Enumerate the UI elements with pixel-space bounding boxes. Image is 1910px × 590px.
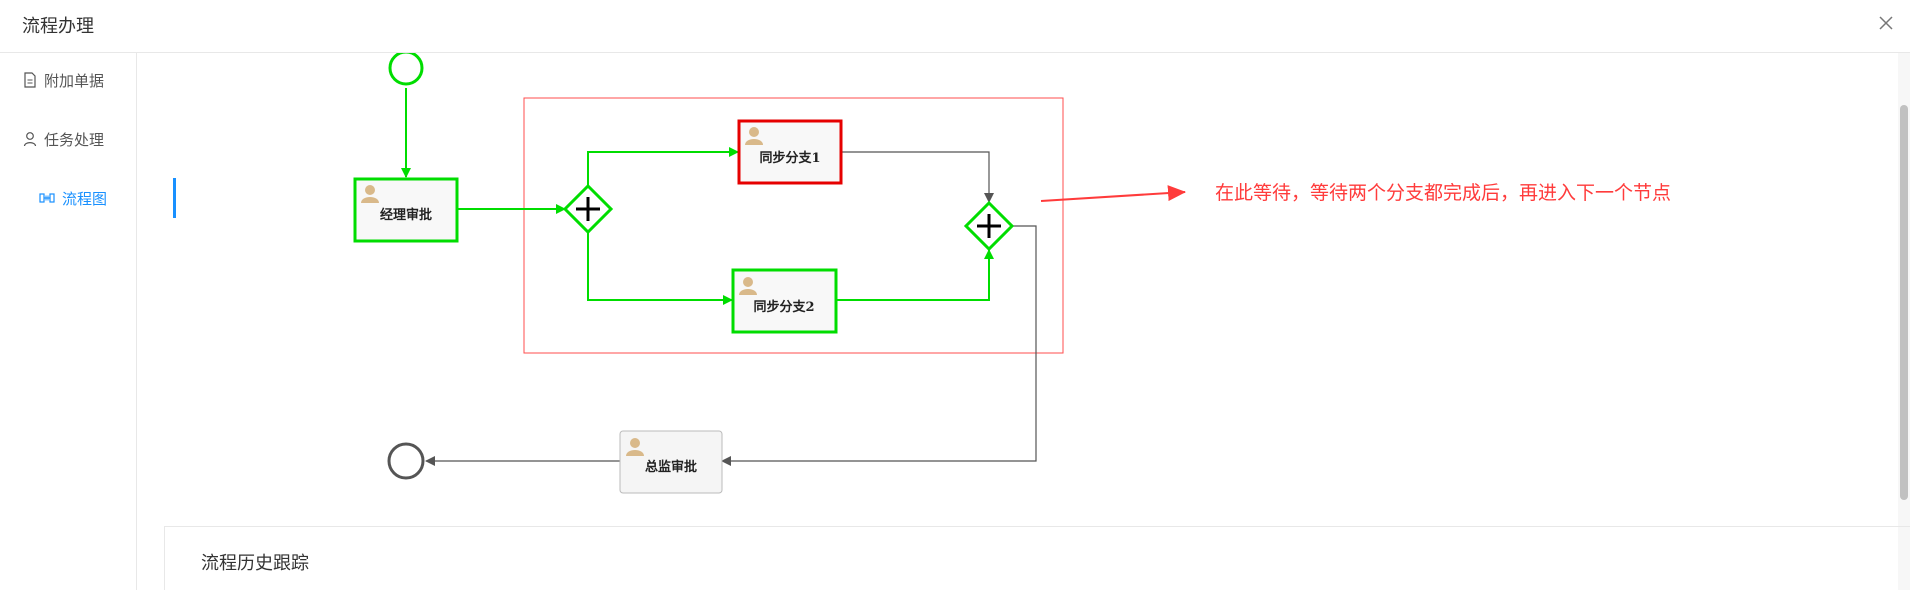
task-label: 总监审批 [645, 459, 697, 475]
task-label: 经理审批 [380, 207, 432, 223]
end-event[interactable] [387, 442, 425, 480]
sequence-flows [401, 88, 1037, 466]
history-title: 流程历史跟踪 [201, 553, 309, 574]
sidebar-item-label: 任务处理 [44, 130, 105, 149]
user-icon [739, 277, 757, 295]
close-icon [1879, 16, 1893, 30]
user-icon [23, 132, 37, 147]
parallel-gateway-join[interactable] [963, 200, 1015, 252]
sidebar: 附加单据 任务处理 流程图 [0, 53, 176, 590]
sidebar-item-task-handling[interactable]: 任务处理 [0, 119, 159, 159]
task-sync-branch-2[interactable]: 同步分支2 [731, 268, 838, 334]
user-icon [745, 127, 763, 145]
dialog-header: 流程办理 [0, 0, 1910, 53]
document-icon [24, 72, 36, 88]
start-event[interactable] [388, 53, 424, 86]
sidebar-item-label: 附加单据 [44, 71, 105, 90]
scrollbar-thumb[interactable] [1900, 105, 1908, 500]
task-director-approval[interactable]: 总监审批 [619, 430, 723, 494]
process-diagram: 经理审批 同步分支1 同步分支2 总监审批 [353, 53, 1186, 494]
user-icon [626, 438, 644, 456]
parallel-gateway-fork[interactable] [562, 183, 614, 235]
sidebar-item-label: 流程图 [62, 189, 108, 208]
task-sync-branch-1[interactable]: 同步分支1 [737, 119, 843, 185]
history-panel: 流程历史跟踪 [164, 526, 1910, 590]
task-label: 同步分支2 [753, 299, 814, 315]
sidebar-item-attachments[interactable]: 附加单据 [0, 60, 159, 100]
annotation-arrow [1040, 185, 1186, 202]
task-label: 同步分支1 [759, 150, 820, 166]
sidebar-item-flowchart[interactable]: 流程图 [0, 178, 176, 218]
annotation-text: 在此等待，等待两个分支都完成后，再进入下一个节点 [1215, 182, 1672, 204]
task-manager-approval[interactable]: 经理审批 [353, 177, 459, 243]
flow-icon [39, 193, 55, 203]
dialog-title: 流程办理 [22, 16, 94, 37]
parallel-section-highlight [523, 97, 1064, 354]
close-button[interactable] [1876, 13, 1896, 33]
user-icon [361, 185, 379, 203]
